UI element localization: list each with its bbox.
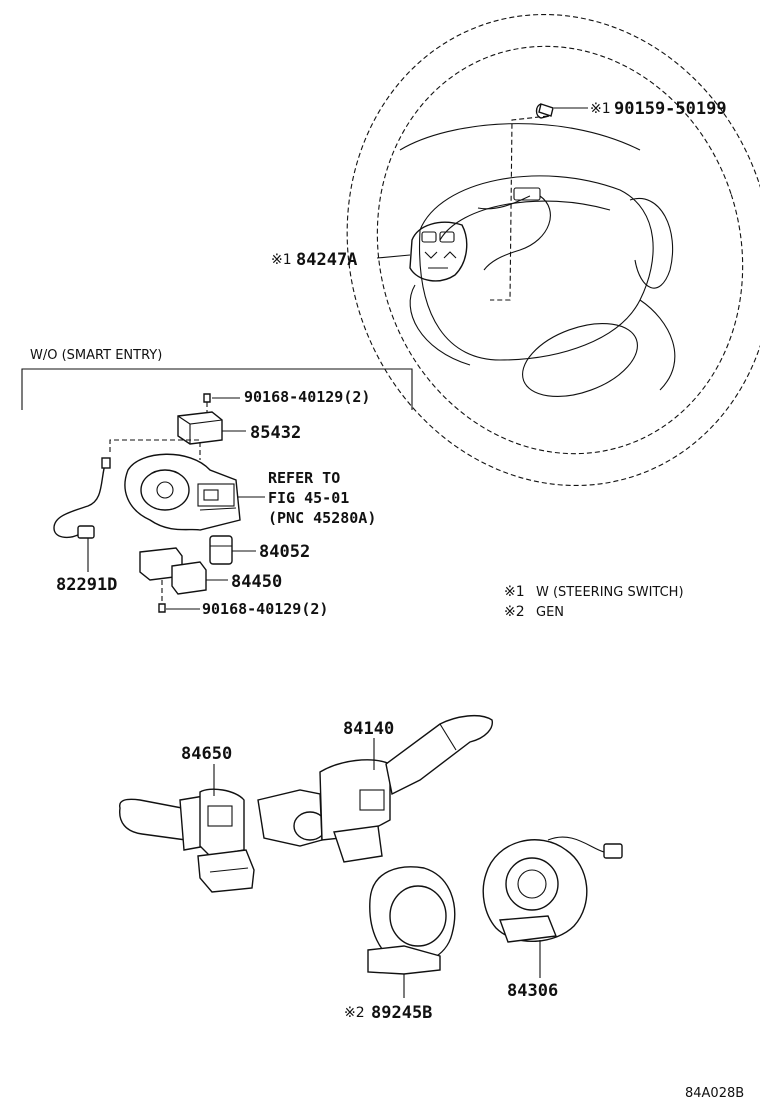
legend-mark-1: ※1 (504, 584, 525, 600)
label-84052: 84052 (259, 542, 310, 562)
lock-assembly-drawing (53, 393, 265, 613)
legend-note-1: W (STEERING SWITCH) (536, 585, 684, 600)
mark-1-switch: ※1 (271, 252, 292, 268)
steering-wheel-drawing (346, 13, 760, 487)
legend-note-2: GEN (536, 605, 564, 620)
label-refer-fig: FIG 45-01 (268, 489, 349, 507)
label-84450: 84450 (231, 572, 282, 592)
label-90168-40129-bottom: 90168-40129(2) (202, 600, 328, 618)
label-wo-smart-entry: W/O (SMART ENTRY) (30, 348, 162, 363)
label-85432: 85432 (250, 423, 301, 443)
label-89245b: 89245B (371, 1003, 432, 1023)
label-84140: 84140 (343, 719, 394, 739)
label-90159-50199: 90159-50199 (614, 99, 727, 119)
label-90168-40129-top: 90168-40129(2) (244, 388, 370, 406)
label-refer-to: REFER TO (268, 469, 340, 487)
mark-2-bottom: ※2 (344, 1005, 365, 1021)
label-refer-pnc: (PNC 45280A) (268, 509, 376, 527)
label-82291d: 82291D (56, 575, 117, 595)
wo-smart-entry-bracket (21, 368, 413, 410)
label-84650: 84650 (181, 744, 232, 764)
label-84306: 84306 (507, 981, 558, 1001)
combination-switches-drawing (119, 714, 623, 998)
figure-code: 84A028B (685, 1086, 744, 1101)
label-84247a: 84247A (296, 250, 357, 270)
legend-mark-2: ※2 (504, 604, 525, 620)
mark-1-top: ※1 (590, 101, 611, 117)
